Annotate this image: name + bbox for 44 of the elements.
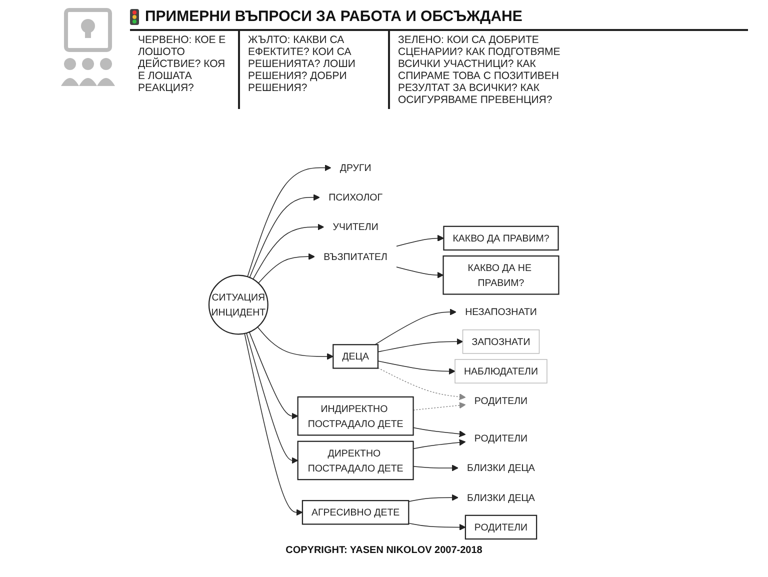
arrow: [378, 360, 456, 375]
node-box: РОДИТЕЛИ: [465, 514, 538, 540]
arrow: [408, 522, 466, 530]
arrow: [247, 164, 332, 278]
node-text: ПСИХОЛОГ: [328, 192, 383, 203]
node-text: НЕЗАПОЗНАТИ: [465, 306, 538, 318]
node-box: КАКВО ДА НЕ ПРАВИМ?: [442, 255, 560, 295]
arrow: [252, 224, 324, 280]
arrow: [249, 194, 320, 278]
question-text: ЗЕЛЕНО: КОИ СА ДОБРИТЕ СЦЕНАРИИ? КАК ПОДГОТВЯМЕ ВСИЧКИ УЧАСТНИЦИ? КАК СПИРАМЕ ТОВА С ПОЗИТИВЕН РЕЗУЛТАТ ЗА ВСИЧКИ? КАК ОСИГУРЯВАМЕ ПРЕВЕНЦИЯ?: [397, 33, 562, 108]
question-text: ЧЕРВЕНО: КОЕ Е ЛОШОТО ДЕЙСТВИЕ? КОЯ Е ЛОШАТА РЕАКЦИЯ?: [130, 31, 240, 109]
node-text: РОДИТЕЛИ: [474, 432, 528, 444]
arrow: [413, 402, 466, 410]
title: ПРИМЕРНИ ВЪПРОСИ ЗА РАБОТА И ОБСЪЖДАНЕ: [145, 8, 522, 25]
arrow: [249, 332, 298, 420]
arrow: [396, 234, 444, 247]
node-box: НАБЛЮДАТЕЛИ: [454, 359, 548, 384]
arrow: [257, 326, 334, 360]
arrow: [258, 253, 316, 284]
arrow: [408, 494, 458, 502]
arrow: [413, 427, 466, 438]
arrow: [244, 333, 303, 516]
arrow: [374, 308, 457, 346]
arrow: [396, 266, 444, 278]
node-box: КАКВО ДА ПРАВИМ?: [443, 226, 559, 251]
node-text: РОДИТЕЛИ: [474, 395, 528, 406]
node-box: АГРЕСИВНО ДЕТЕ: [302, 500, 410, 525]
node-circle: СИТУАЦИЯ ИНЦИДЕНТ: [208, 274, 269, 335]
caption: COPYRIGHT: YASEN NIKOLOV 2007-2018: [284, 545, 484, 558]
arrow: [378, 368, 466, 400]
node-box: ДЕЦА: [332, 344, 379, 369]
arrow: [378, 338, 464, 352]
node-text: ДРУГИ: [340, 162, 372, 174]
arrow: [246, 332, 298, 464]
node-box: ИНДИРЕКТНО ПОСТРАДАЛО ДЕТЕ: [297, 396, 414, 436]
node-box: ДИРЕКТНО ПОСТРАДАЛО ДЕТЕ: [297, 440, 414, 480]
question-text: ЖЪЛТО: КАКВИ СА ЕФЕКТИТЕ? КОИ СА РЕШЕНИЯТА? ЛОШИ РЕШЕНИЯ? ДОБРИ РЕШЕНИЯ?: [240, 31, 390, 109]
arrow: [413, 464, 458, 472]
arrow: [413, 439, 466, 450]
node-text: ВЪЗПИТАТЕЛ: [324, 250, 388, 262]
node-text: УЧИТЕЛИ: [332, 221, 378, 232]
node-text: БЛИЗКИ ДЕЦА: [467, 492, 536, 504]
node-text: БЛИЗКИ ДЕЦА: [467, 462, 536, 474]
node-box: ЗАПОЗНАТИ: [462, 329, 540, 354]
